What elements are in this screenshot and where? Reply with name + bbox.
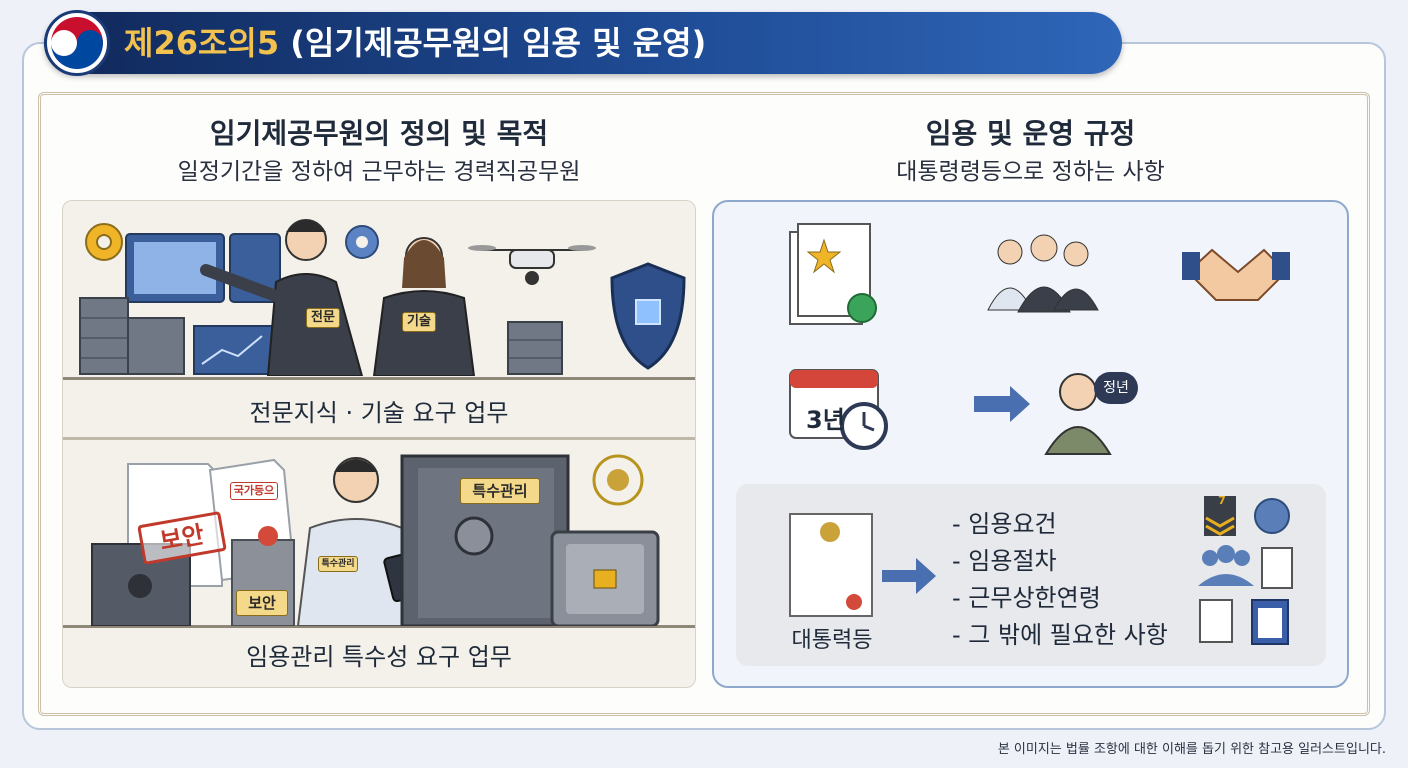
- title-bar: [44, 12, 1122, 74]
- list-item: - 근무상한연령: [952, 584, 1101, 612]
- regulation-illustration: [789, 223, 1290, 455]
- staff-group-icon: [987, 234, 1099, 313]
- male-expert-person-icon: [200, 219, 364, 376]
- right-arrow-icon: [974, 386, 1030, 422]
- expert-tech-illustration: [79, 219, 686, 376]
- inner-frame: [38, 92, 1370, 716]
- badge-emblem-icon: [1254, 498, 1290, 534]
- list-item: - 그 밖에 필요한 사항: [952, 621, 1168, 649]
- chart-monitor-icon: [193, 325, 273, 375]
- handshake-icon: [1182, 248, 1290, 301]
- footnote: 본 이미지는 법률 조항에 대한 이해를 돕기 위한 참고용 일러스트입니다.: [997, 742, 1386, 757]
- checklist-award-icon: [789, 223, 877, 325]
- right-arrow-icon: [882, 558, 936, 594]
- badge-expert: 전문: [306, 308, 340, 328]
- special-management-illustration: [91, 454, 660, 626]
- regulation-items-list: - 임용요건 - 임용절차 - 근무상한연령 - 그 밖에 필요한 사항: [952, 506, 1168, 654]
- rank-insignia-icon: [1204, 496, 1236, 536]
- people-group-icon: [1198, 545, 1254, 586]
- clock-icon: [840, 402, 888, 450]
- caption-special-work: 임용관리 특수성 요구 업무: [246, 643, 512, 671]
- seal-ribbon-icon: [258, 526, 278, 546]
- server-stack-icon: [507, 321, 563, 375]
- safe-box-icon: [91, 543, 191, 626]
- clipboard-icon: [1251, 599, 1289, 645]
- regulation-box-illustration: [789, 496, 1293, 645]
- taegeuk-emblem-icon: [44, 10, 110, 76]
- security-shield-icon: [610, 262, 686, 370]
- drone-icon: [468, 245, 596, 285]
- badge-tech: 기술: [402, 312, 436, 332]
- right-heading: 임용 및 운영 규정: [925, 117, 1136, 150]
- rank-number: 7: [1218, 494, 1226, 507]
- certificate-icon: [1199, 599, 1233, 643]
- lock-safe-icon: [550, 530, 660, 626]
- document-list-icon: [1261, 547, 1293, 589]
- list-item: - 임용요건: [952, 510, 1057, 538]
- right-subheading: 대통령령등으로 정하는 사항: [896, 159, 1165, 185]
- vault-special-management-label: 특수관리: [460, 478, 540, 504]
- decree-document-icon: [789, 513, 873, 617]
- panel-divider: [63, 437, 695, 440]
- document-label: 국가등으: [230, 482, 278, 500]
- page-title: 제26조의5 (임기제공무원의 임용 및 운영): [124, 16, 706, 70]
- caption-expert-work: 전문지식 · 기술 요구 업무: [249, 399, 509, 427]
- left-subheading: 일정기간을 정하여 근무하는 경력직공무원: [177, 159, 581, 185]
- calendar-years-label: 3년: [806, 406, 845, 434]
- badge-worker: 특수관리: [318, 556, 358, 572]
- shelf-line: [63, 377, 695, 380]
- left-heading: 임기제공무원의 정의 및 목적: [209, 117, 549, 150]
- gear-icon: [345, 225, 379, 259]
- list-item: - 임용절차: [952, 547, 1057, 575]
- female-tech-person-icon: [372, 237, 476, 376]
- article-subject: (임기제공무원의 임용 및 운영): [279, 24, 707, 62]
- retirement-badge: 정년: [1094, 372, 1138, 404]
- server-rack-icon: [79, 297, 185, 375]
- police-emblem-icon: [592, 454, 644, 506]
- shelf-line: [63, 625, 695, 628]
- gear-icon: [85, 223, 123, 261]
- article-number: 제26조의5: [124, 24, 280, 62]
- security-label: 보안: [236, 590, 288, 616]
- decree-document-label: 대통력등: [791, 628, 873, 653]
